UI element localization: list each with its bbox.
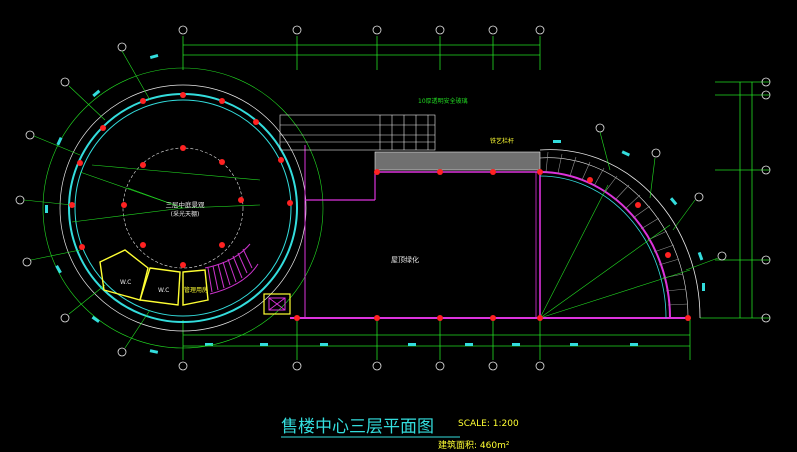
axis-bubble-icon bbox=[178, 25, 188, 35]
center-room-sublabel: (采光天棚) bbox=[171, 210, 200, 218]
axis-bubble-icon bbox=[117, 347, 127, 357]
circle-axis-leaders bbox=[23, 50, 151, 349]
column-dot-icon bbox=[374, 315, 380, 321]
column-dot-icon bbox=[219, 98, 225, 104]
column-dot-icon bbox=[69, 202, 75, 208]
column-dot-icon bbox=[665, 252, 671, 258]
column-dot-icon bbox=[437, 315, 443, 321]
axis-bubble-icon bbox=[25, 130, 35, 140]
circle-columns bbox=[69, 92, 293, 268]
axis-bubble-icon bbox=[761, 165, 771, 175]
quarter-wing-leaders bbox=[539, 131, 719, 319]
axis-bubble-icon bbox=[595, 123, 605, 133]
axis-bubble-icon bbox=[435, 25, 445, 35]
pergola-grid bbox=[279, 114, 436, 151]
radial-dimension-leaders bbox=[71, 164, 261, 223]
axis-bubble-icon bbox=[60, 77, 70, 87]
top-axis-bubbles bbox=[178, 25, 545, 35]
column-dot-icon bbox=[294, 315, 300, 321]
elevator bbox=[263, 293, 291, 315]
axis-bubble-icon bbox=[372, 361, 382, 371]
quarter-wing-cyan-ticks bbox=[553, 140, 705, 291]
axis-bubble-icon bbox=[435, 361, 445, 371]
column-dot-icon bbox=[490, 169, 496, 175]
circle-cyan-ticks bbox=[45, 53, 159, 354]
roof-garden-label: 屋顶绿化 bbox=[391, 255, 419, 264]
quarter-wing-bubbles bbox=[595, 123, 727, 261]
right-dimension-chain bbox=[700, 81, 770, 319]
axis-bubble-icon bbox=[117, 42, 127, 52]
axis-bubble-icon bbox=[761, 255, 771, 265]
axis-bubble-icon bbox=[761, 77, 771, 87]
column-dot-icon bbox=[180, 92, 186, 98]
column-dot-icon bbox=[238, 197, 244, 203]
column-dot-icon bbox=[79, 244, 85, 250]
axis-bubble-icon bbox=[488, 25, 498, 35]
column-dot-icon bbox=[537, 315, 543, 321]
area-label: 建筑面积: 460m² bbox=[438, 439, 510, 451]
bottom-dimension-chain bbox=[182, 320, 691, 360]
axis-bubble-icon bbox=[22, 257, 32, 267]
right-axis-bubbles bbox=[761, 77, 771, 323]
axis-bubble-icon bbox=[535, 361, 545, 371]
column-dot-icon bbox=[100, 125, 106, 131]
axis-bubble-icon bbox=[15, 195, 25, 205]
quarter-wing-hatch bbox=[545, 151, 689, 306]
column-dot-icon bbox=[287, 200, 293, 206]
axis-bubble-icon bbox=[488, 361, 498, 371]
drawing-title: 售楼中心三层平面图 bbox=[281, 417, 434, 437]
column-dot-icon bbox=[490, 315, 496, 321]
column-dot-icon bbox=[253, 119, 259, 125]
column-dot-icon bbox=[140, 242, 146, 248]
axis-bubble-icon bbox=[372, 25, 382, 35]
roof-area-outline bbox=[290, 145, 690, 319]
column-dot-icon bbox=[587, 177, 593, 183]
axis-bubble-icon bbox=[694, 192, 704, 202]
rail-label: 铁艺栏杆 bbox=[490, 137, 514, 145]
column-dot-icon bbox=[219, 159, 225, 165]
column-dot-icon bbox=[140, 98, 146, 104]
quarter-wing bbox=[539, 149, 701, 319]
glass-band bbox=[374, 151, 541, 171]
axis-bubble-icon bbox=[292, 25, 302, 35]
top-dimension-chain bbox=[182, 36, 541, 70]
axis-bubble-icon bbox=[761, 313, 771, 323]
office-label: 管理用房 bbox=[184, 286, 208, 294]
wc-right-label: W.C bbox=[158, 287, 169, 294]
column-dot-icon bbox=[180, 145, 186, 151]
wall-columns bbox=[294, 169, 691, 321]
scale-label: SCALE: 1:200 bbox=[458, 419, 519, 429]
circle-axis-bubbles bbox=[15, 42, 127, 357]
bottom-cyan-ticks bbox=[205, 343, 638, 346]
top-note-label: 10厚透明安全玻璃 bbox=[418, 97, 468, 105]
column-dot-icon bbox=[437, 169, 443, 175]
axis-bubble-icon bbox=[178, 361, 188, 371]
center-room-label: 三层中庭景观 bbox=[166, 200, 206, 209]
axis-bubble-icon bbox=[60, 313, 70, 323]
column-dot-icon bbox=[537, 169, 543, 175]
wc-rooms bbox=[99, 249, 209, 306]
column-dot-icon bbox=[140, 162, 146, 168]
column-dot-icon bbox=[121, 202, 127, 208]
column-dot-icon bbox=[278, 157, 284, 163]
column-dot-icon bbox=[219, 242, 225, 248]
column-dot-icon bbox=[685, 315, 691, 321]
axis-bubble-icon bbox=[717, 251, 727, 261]
axis-bubble-icon bbox=[292, 361, 302, 371]
bottom-axis-bubbles bbox=[178, 361, 545, 371]
axis-bubble-icon bbox=[651, 148, 661, 158]
column-dot-icon bbox=[77, 160, 83, 166]
curved-stair bbox=[204, 243, 259, 295]
column-dot-icon bbox=[635, 202, 641, 208]
column-dot-icon bbox=[180, 262, 186, 268]
wc-left-label: W.C bbox=[120, 279, 131, 286]
column-dot-icon bbox=[374, 169, 380, 175]
axis-bubble-icon bbox=[761, 90, 771, 100]
axis-bubble-icon bbox=[535, 25, 545, 35]
